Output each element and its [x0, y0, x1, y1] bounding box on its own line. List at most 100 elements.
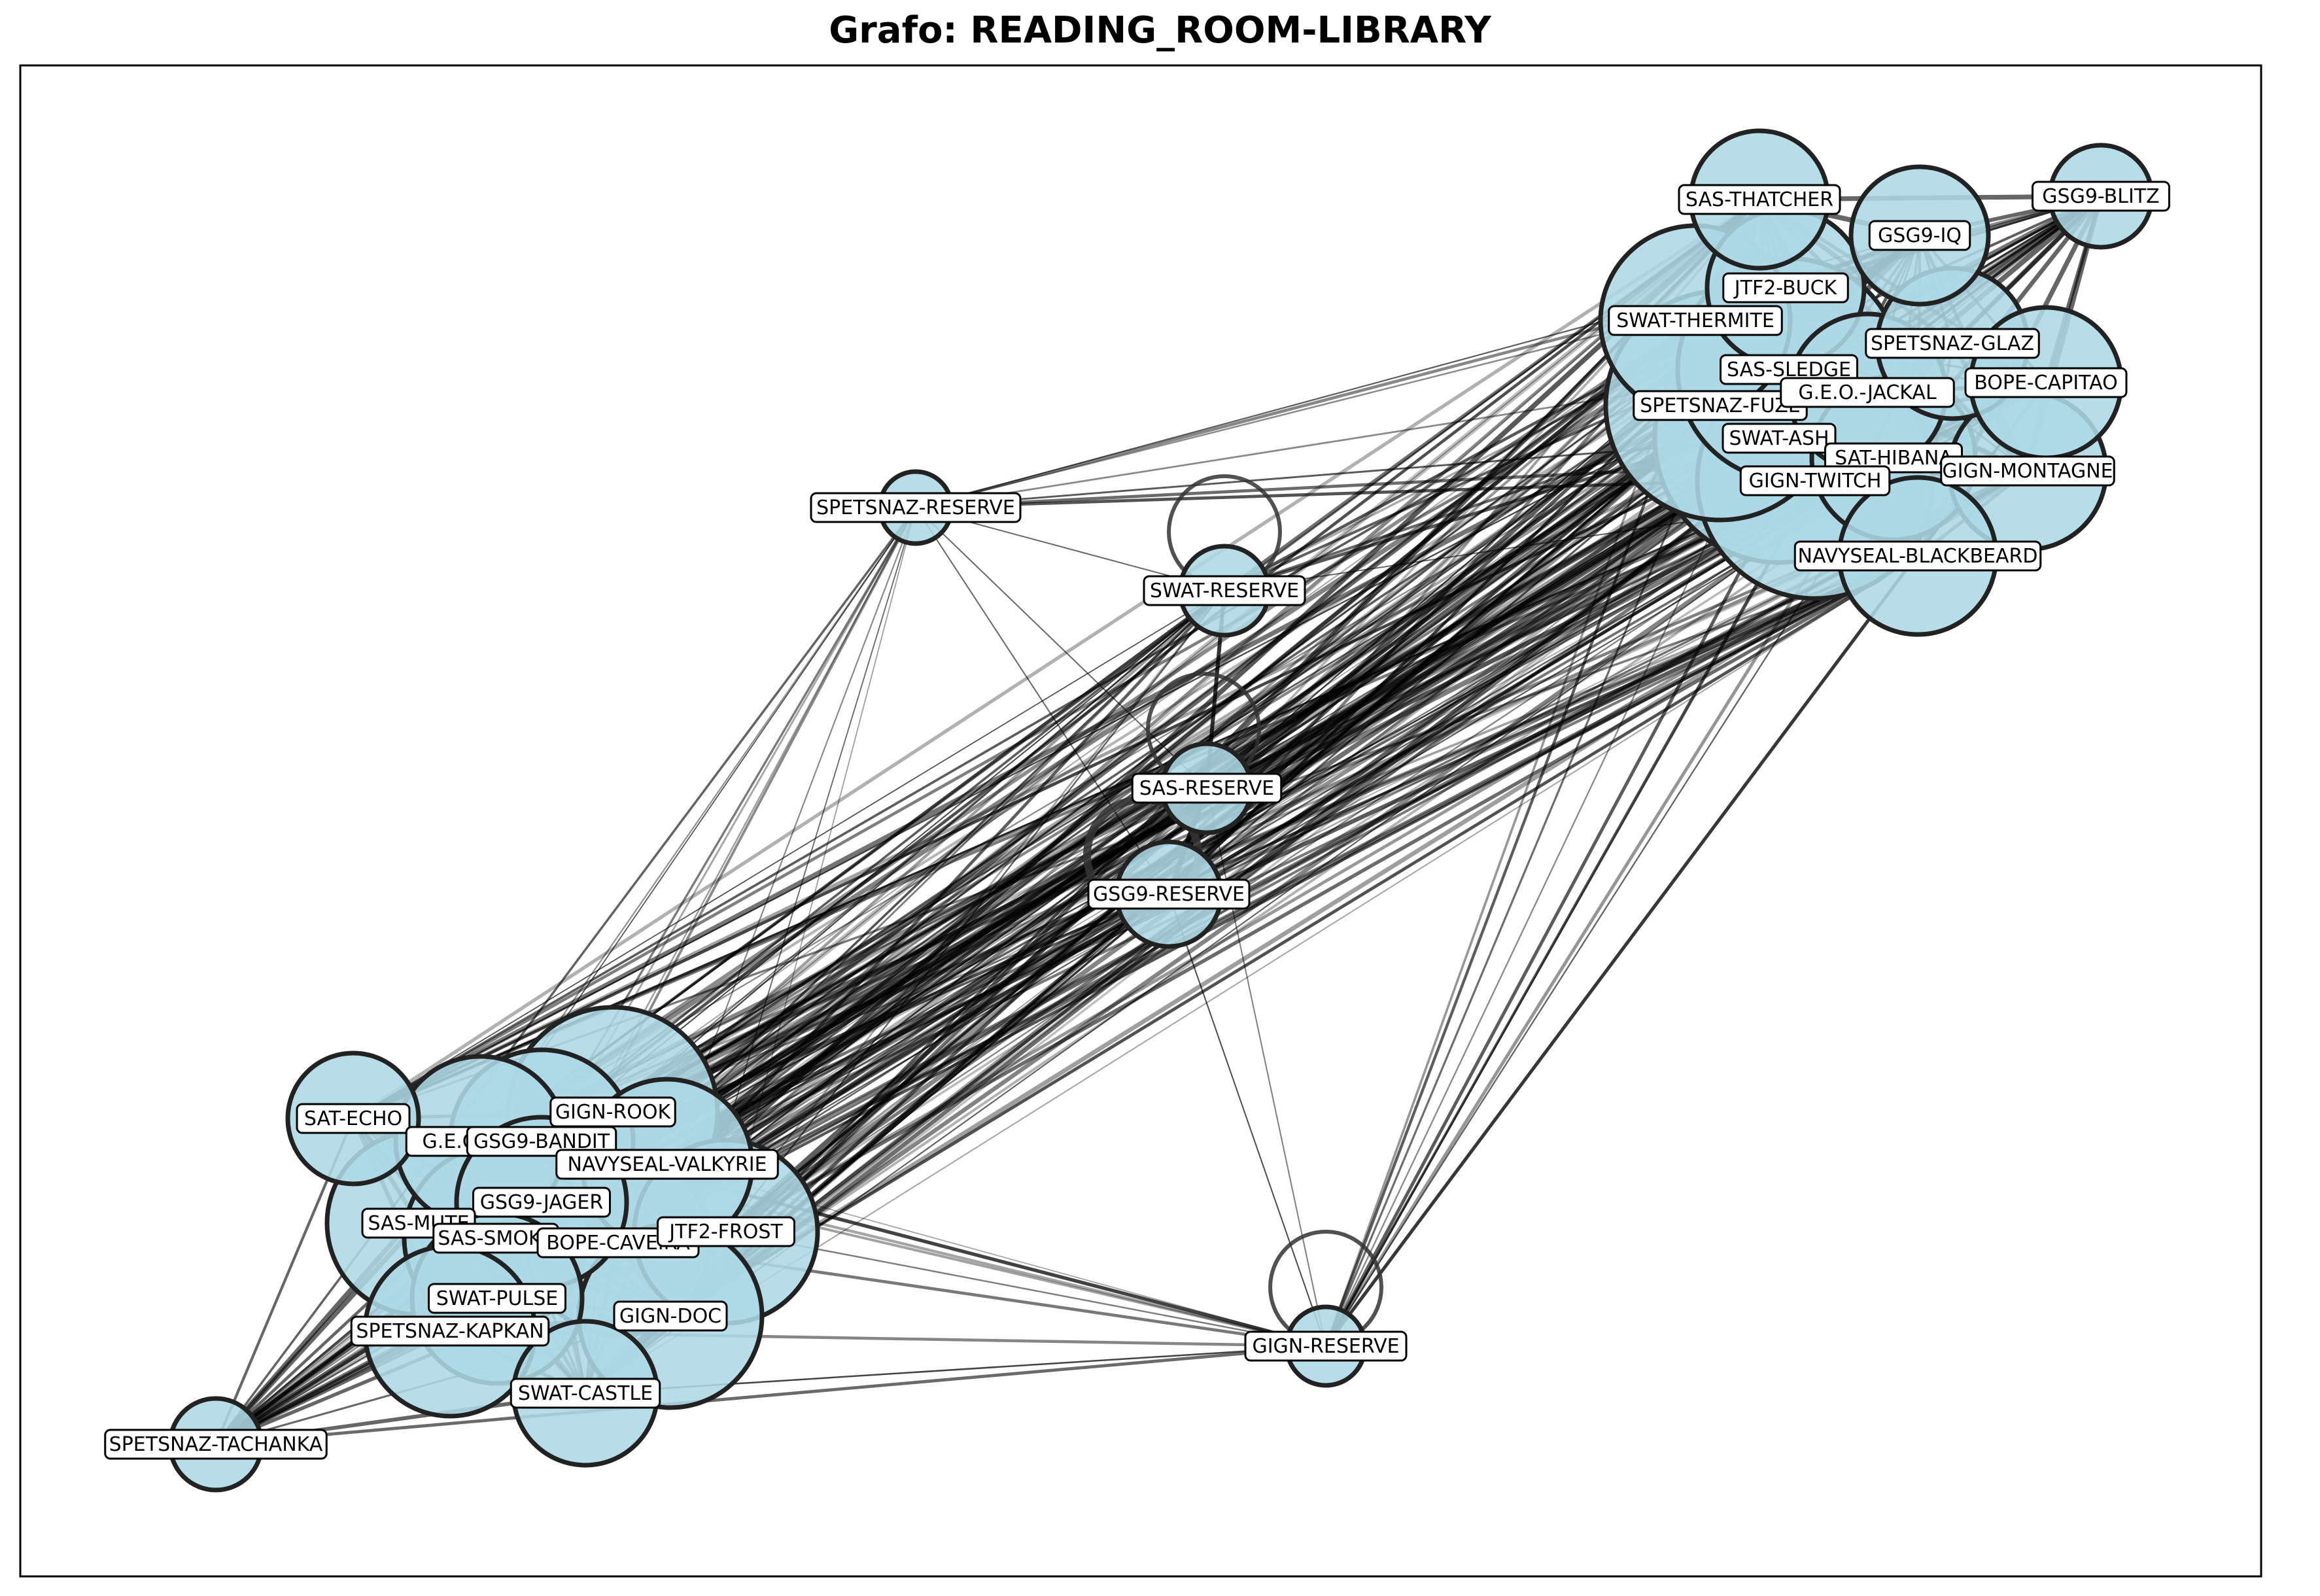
node-label-text: GIGN-RESERVE — [1252, 1335, 1399, 1358]
node-label: GSG9-JAGER — [472, 1187, 611, 1218]
node-label-text: NAVYSEAL-BLACKBEARD — [1798, 545, 2038, 568]
graph-title: Grafo: READING_ROOM-LIBRARY — [829, 9, 1491, 52]
node-label: SAS-SMOKE — [432, 1223, 559, 1254]
edge — [666, 787, 1208, 1166]
node-label: GIGN-MONTAGNE — [1940, 455, 2115, 487]
edge — [725, 590, 1225, 1232]
node-label: SWAT-THERMITE — [1608, 305, 1783, 336]
node-label-box — [1143, 575, 1306, 606]
edge — [541, 320, 1696, 1142]
edge — [915, 507, 1169, 895]
node-label: GSG9-BANDIT — [466, 1126, 617, 1157]
node-label-box — [810, 492, 1022, 523]
node-label: JTF2-BUCK — [1722, 272, 1849, 304]
node-label-text: GIGN-TWITCH — [1749, 470, 1882, 493]
node-label-text: SPETSNAZ-FUZE — [1640, 394, 1800, 417]
edge — [353, 404, 1721, 1120]
node-label-box — [1722, 423, 1837, 454]
node-label-text: GIGN-MONTAGNE — [1942, 460, 2113, 483]
node-label: GIGN-TWITCH — [1739, 465, 1891, 496]
node-label: G.E.O.-JACKAL — [1780, 377, 1955, 408]
edge — [1324, 405, 1722, 1347]
node-label-text: SWAT-ASH — [1729, 427, 1829, 450]
node-label-box — [1244, 1330, 1408, 1362]
edge — [725, 1230, 1326, 1347]
edge — [612, 590, 1225, 1113]
edge — [667, 507, 916, 1165]
node-label-box — [1868, 220, 1971, 251]
edge — [215, 506, 917, 1446]
node-label: GIGN-DOC — [613, 1300, 728, 1332]
node-label: GIGN-RESERVE — [1244, 1330, 1408, 1362]
node-label-box — [510, 1378, 661, 1409]
node-label: NAVYSEAL-BLACKBEARD — [1793, 540, 2042, 572]
node-label-box — [2032, 181, 2170, 212]
edge — [353, 590, 1225, 1119]
node-label-text: NAVYSEAL-VALKYRIE — [567, 1153, 767, 1176]
edge — [1324, 480, 1816, 1347]
node-label: SPETSNAZ-TACHANKA — [104, 1429, 328, 1460]
node-label-box — [1608, 305, 1783, 336]
node-label-text: SWAT-RESERVE — [1150, 580, 1299, 602]
node-label-text: SWAT-PULSE — [436, 1287, 558, 1310]
node-label: JTF2-FROST — [657, 1216, 795, 1247]
node-label: SAT-HIBANA — [1824, 442, 1963, 474]
edge — [1325, 457, 1894, 1347]
node-label-text: BOPE-CAPITAO — [1974, 372, 2118, 394]
node-label-text: JTF2-FROST — [668, 1221, 783, 1243]
node-label-box — [1678, 184, 1841, 215]
node-label: NAVYSEAL-VALKYRIE — [555, 1149, 779, 1180]
edge — [479, 319, 1697, 1143]
node-label-text: SWAT-CASTLE — [518, 1382, 653, 1405]
edge — [215, 1344, 1326, 1446]
edge — [669, 456, 1895, 1318]
label-layer: SAS-THATCHER GSG9-IQ GSG9-BLITZ JTF2-BUCK SW… — [104, 181, 2170, 1460]
node-label-text: JTF2-BUCK — [1733, 277, 1838, 300]
node-label: SPETSNAZ-RESERVE — [810, 492, 1022, 523]
node-label: SPETSNAZ-GLAZ — [1865, 328, 2040, 359]
node-label: GIGN-ROOK — [549, 1096, 676, 1128]
node-label-text: GIGN-ROOK — [555, 1101, 672, 1124]
node-label-text: GIGN-DOC — [619, 1305, 721, 1328]
edge — [1168, 893, 1326, 1347]
node-label: SWAT-CASTLE — [510, 1378, 661, 1409]
node-label-box — [428, 1283, 566, 1314]
node-label: SAS-SLEDGE — [1720, 354, 1858, 385]
node-label: GSG9-BLITZ — [2032, 181, 2170, 212]
node-label-box — [613, 1300, 728, 1332]
node-label: GSG9-IQ — [1868, 220, 1971, 251]
node-label-box — [296, 1103, 411, 1134]
node-label-text: GSG9-BLITZ — [2042, 185, 2159, 208]
node-label: SWAT-ASH — [1722, 423, 1837, 454]
node-label-text: SAT-ECHO — [304, 1107, 402, 1130]
node-label-box — [466, 1126, 617, 1157]
node-label-box — [657, 1216, 795, 1247]
node-label-box — [1722, 272, 1849, 304]
node-label-text: SPETSNAZ-KAPKAN — [356, 1320, 544, 1343]
node-label-box — [549, 1096, 676, 1128]
edge — [540, 319, 1697, 1204]
edge — [352, 198, 1761, 1120]
edge — [669, 554, 1919, 1318]
node-label-box — [1780, 377, 1955, 408]
node-label-box — [472, 1187, 611, 1218]
edge — [915, 507, 1207, 789]
node-label-box — [1793, 540, 2042, 572]
edge — [1324, 320, 1697, 1347]
node-label: BOPE-CAPITAO — [1964, 367, 2128, 398]
node-label: SWAT-RESERVE — [1143, 575, 1306, 606]
node-label-text: SAS-RESERVE — [1139, 777, 1274, 800]
node-label-box — [1865, 328, 2040, 359]
node-label-box — [350, 1315, 550, 1347]
node-label: SAS-RESERVE — [1131, 772, 1283, 804]
edge — [669, 469, 2029, 1318]
node-label-text: SPETSNAZ-RESERVE — [816, 496, 1015, 519]
node-label-text: SPETSNAZ-GLAZ — [1871, 332, 2034, 355]
node-label-text: G.E.O.-JACKAL — [1798, 381, 1937, 404]
node-label-box — [104, 1429, 328, 1460]
node-label-box — [555, 1149, 779, 1180]
node-label-box — [1964, 367, 2128, 398]
node-label-text: GSG9-IQ — [1878, 224, 1962, 247]
node-label: SAS-THATCHER — [1678, 184, 1841, 215]
